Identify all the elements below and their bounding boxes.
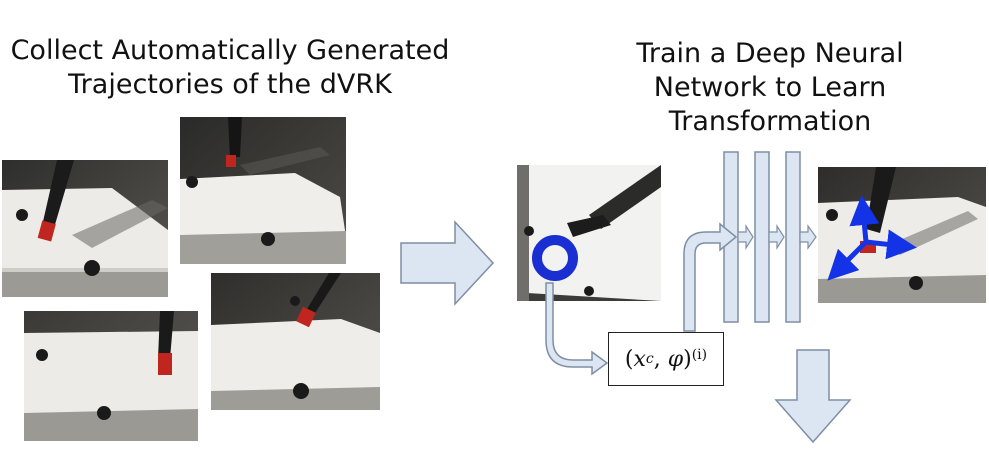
trajectory-photo-1 [2, 160, 168, 297]
layer-connector-3 [799, 224, 817, 250]
collect-trajectories-heading: Collect Automatically Generated Trajecto… [0, 34, 460, 102]
trajectory-photo-2 [180, 117, 346, 264]
train-heading-line-3: Transformation [668, 106, 872, 137]
network-input-photo [517, 165, 661, 301]
train-heading-line-2: Network to Learn [653, 72, 887, 103]
process-arrow-right [400, 220, 495, 306]
formula-superscript: (i) [691, 347, 708, 363]
formula-comma: , [653, 346, 668, 372]
trajectory-photo-3 [24, 311, 198, 441]
formula-close-paren: ) [683, 346, 692, 372]
layer-connector-1 [737, 223, 754, 251]
formula-open-paren: ( [624, 346, 634, 372]
collect-heading-line-1: Collect Automatically Generated [10, 35, 450, 66]
output-arrow-down [774, 349, 852, 444]
network-layer-2 [754, 151, 770, 323]
layer-connector-2 [768, 223, 785, 251]
train-network-heading: Train a Deep Neural Network to Learn Tra… [595, 37, 945, 139]
formula-to-network-arrow [683, 222, 738, 332]
formula-x: x [633, 346, 646, 372]
image-to-formula-arrow [545, 282, 609, 376]
train-heading-line-1: Train a Deep Neural [636, 38, 904, 69]
trajectory-photo-4 [211, 273, 380, 410]
highlight-ring [532, 235, 578, 281]
pose-axes-icon [827, 195, 917, 281]
collect-heading-line-2: Trajectories of the dVRK [68, 69, 392, 100]
formula-phi: φ [667, 346, 684, 372]
formula-x-subscript: c [645, 351, 654, 367]
network-layer-3 [785, 151, 801, 323]
